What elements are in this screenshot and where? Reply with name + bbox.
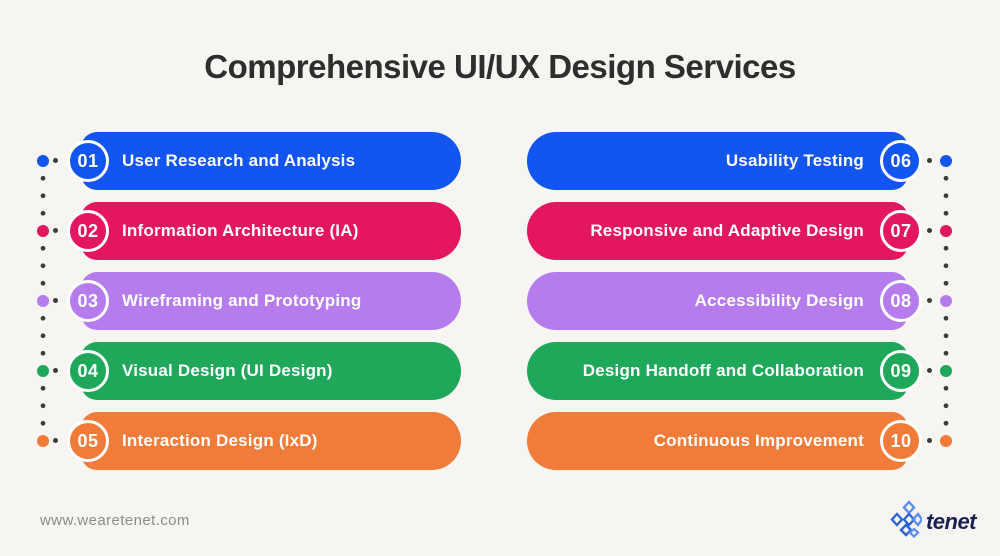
row-marker-dot [37,225,49,237]
service-number-badge: 02 [67,210,109,252]
service-pill: 05 Interaction Design (IxD) [67,412,461,470]
companion-dot [53,298,58,303]
row-marker-dot [37,155,49,167]
page-title: Comprehensive UI/UX Design Services [204,48,796,85]
row-marker-dot [37,435,49,447]
brand-logo: tenet [888,500,977,543]
row-marker-dot [940,435,952,447]
service-pill: Usability Testing 06 [527,132,922,190]
service-label: Accessibility Design [694,291,864,310]
service-number-badge: 04 [67,350,109,392]
service-label: Interaction Design (IxD) [122,431,318,450]
service-pill: 03 Wireframing and Prototyping [67,272,461,330]
companion-dot [927,298,932,303]
row-marker-dot [37,365,49,377]
row-marker-dot [940,225,952,237]
row-marker-dot [940,155,952,167]
service-label: Design Handoff and Collaboration [582,361,864,380]
service-number-badge: 03 [67,280,109,322]
service-pill: 02 Information Architecture (IA) [67,202,461,260]
service-pill: Accessibility Design 08 [527,272,922,330]
service-label: Responsive and Adaptive Design [590,221,864,240]
row-marker-dot [940,295,952,307]
companion-dot [53,438,58,443]
service-pill: 01 User Research and Analysis [67,132,461,190]
service-number-badge: 09 [880,350,922,392]
row-marker-dot [940,365,952,377]
companion-dot [927,158,932,163]
brand-name: tenet [925,508,977,534]
service-label: User Research and Analysis [122,151,356,170]
service-number-badge: 06 [880,140,922,182]
service-pill: Design Handoff and Collaboration 09 [527,342,922,400]
service-label: Visual Design (UI Design) [122,361,333,380]
companion-dot [53,158,58,163]
tenet-logo-icon [888,500,924,543]
service-pill: 04 Visual Design (UI Design) [67,342,461,400]
service-number-badge: 10 [880,420,922,462]
website-url: www.wearetenet.com [40,512,190,529]
service-number-badge: 05 [67,420,109,462]
service-number-badge: 01 [67,140,109,182]
service-number-badge: 07 [880,210,922,252]
service-number-badge: 08 [880,280,922,322]
companion-dot [53,228,58,233]
service-pill: Responsive and Adaptive Design 07 [527,202,922,260]
companion-dot [927,438,932,443]
companion-dot [927,228,932,233]
service-label: Information Architecture (IA) [122,221,359,240]
service-label: Usability Testing [725,151,864,170]
service-label: Wireframing and Prototyping [122,291,362,310]
companion-dot [927,368,932,373]
services-column-right: Usability Testing 06 Responsive and Adap… [527,132,922,470]
service-pill: Continuous Improvement 10 [527,412,922,470]
row-marker-dot [37,295,49,307]
services-column-left: 01 User Research and Analysis 02 Informa… [67,132,461,470]
service-label: Continuous Improvement [653,431,864,450]
companion-dot [53,368,58,373]
